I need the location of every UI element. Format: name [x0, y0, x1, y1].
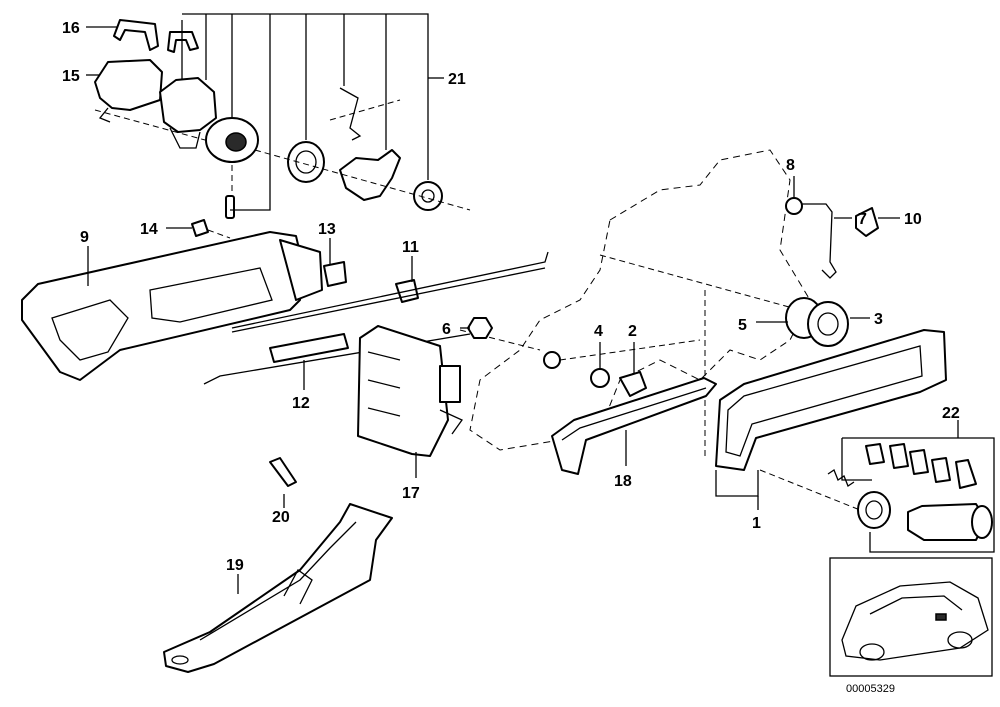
part-3-ring	[807, 301, 849, 347]
part-21-spring	[287, 141, 325, 183]
part-22-spring	[827, 469, 855, 487]
part-15-bracket	[94, 59, 163, 111]
callout-11: 11	[402, 239, 419, 256]
callout-3: 3	[874, 311, 883, 328]
interior-handle	[21, 219, 323, 381]
lock-actuator	[357, 325, 463, 457]
part-21-wire-spring	[339, 87, 362, 141]
callout-12: 12	[292, 395, 310, 412]
vehicle-thumbnail	[829, 557, 993, 677]
diagram-reference-number: 00005329	[846, 683, 895, 695]
callout-5: 5	[738, 317, 747, 334]
part-2-bolt	[619, 371, 647, 397]
part-21-pin	[225, 195, 235, 219]
part-washer	[543, 351, 561, 369]
callout-22: 22	[942, 405, 960, 422]
callout-9: 9	[80, 229, 89, 246]
part-6-nut	[467, 317, 493, 339]
part-19-bracket	[163, 503, 393, 673]
callout-7: 7	[858, 211, 867, 228]
part-13-clip	[323, 261, 347, 287]
door-outline	[469, 149, 861, 511]
part-20-bolt	[269, 457, 297, 487]
part-1-handle	[715, 329, 947, 471]
callout-8: 8	[786, 157, 795, 174]
callout-15: 15	[62, 68, 80, 85]
part-14-screw	[191, 219, 209, 237]
part-18-gasket	[551, 377, 717, 475]
part-9-insert	[279, 239, 323, 301]
callout-4: 4	[594, 323, 603, 340]
callout-18: 18	[614, 473, 632, 490]
part-4-washer	[590, 368, 610, 388]
callout-17: 17	[402, 485, 420, 502]
callout-10: 10	[904, 211, 922, 228]
part-21-lever	[339, 149, 401, 201]
part-8-nut	[785, 197, 803, 215]
part-17-actuator	[357, 325, 449, 457]
part-21-washer	[413, 181, 443, 211]
lock-cylinder-set	[827, 437, 995, 553]
callout-6: 6	[442, 321, 451, 338]
part-7-rod	[796, 203, 837, 279]
lock-mechanism-cluster	[94, 19, 471, 219]
callout-13: 13	[318, 221, 336, 238]
callout-21: 21	[448, 71, 466, 88]
callout-2: 2	[628, 323, 637, 340]
part-22-tumbler	[955, 459, 977, 489]
exterior-handle	[551, 329, 947, 475]
part-22-tumbler	[909, 449, 929, 475]
part-10-clip	[855, 207, 879, 237]
part-21-clip	[167, 31, 199, 53]
part-16-clip	[113, 19, 159, 51]
part-22-ring	[857, 491, 891, 529]
leader-lines	[86, 13, 959, 594]
part-22-tumbler	[889, 443, 909, 469]
callout-20: 20	[272, 509, 290, 526]
part-22-tumbler	[865, 443, 885, 465]
callout-14: 14	[140, 221, 158, 238]
part-21-housing	[159, 77, 217, 133]
callout-19: 19	[226, 557, 244, 574]
part-9-handle	[21, 231, 305, 381]
callout-1: 1	[752, 515, 761, 532]
callout-16: 16	[62, 20, 80, 37]
part-22-tumbler	[931, 457, 951, 483]
callout-labels: 16 15 21 9 14 13 11 12 17 6 4 2 5 3 8 7 …	[62, 20, 960, 695]
part-12-rod-connector	[269, 333, 349, 363]
